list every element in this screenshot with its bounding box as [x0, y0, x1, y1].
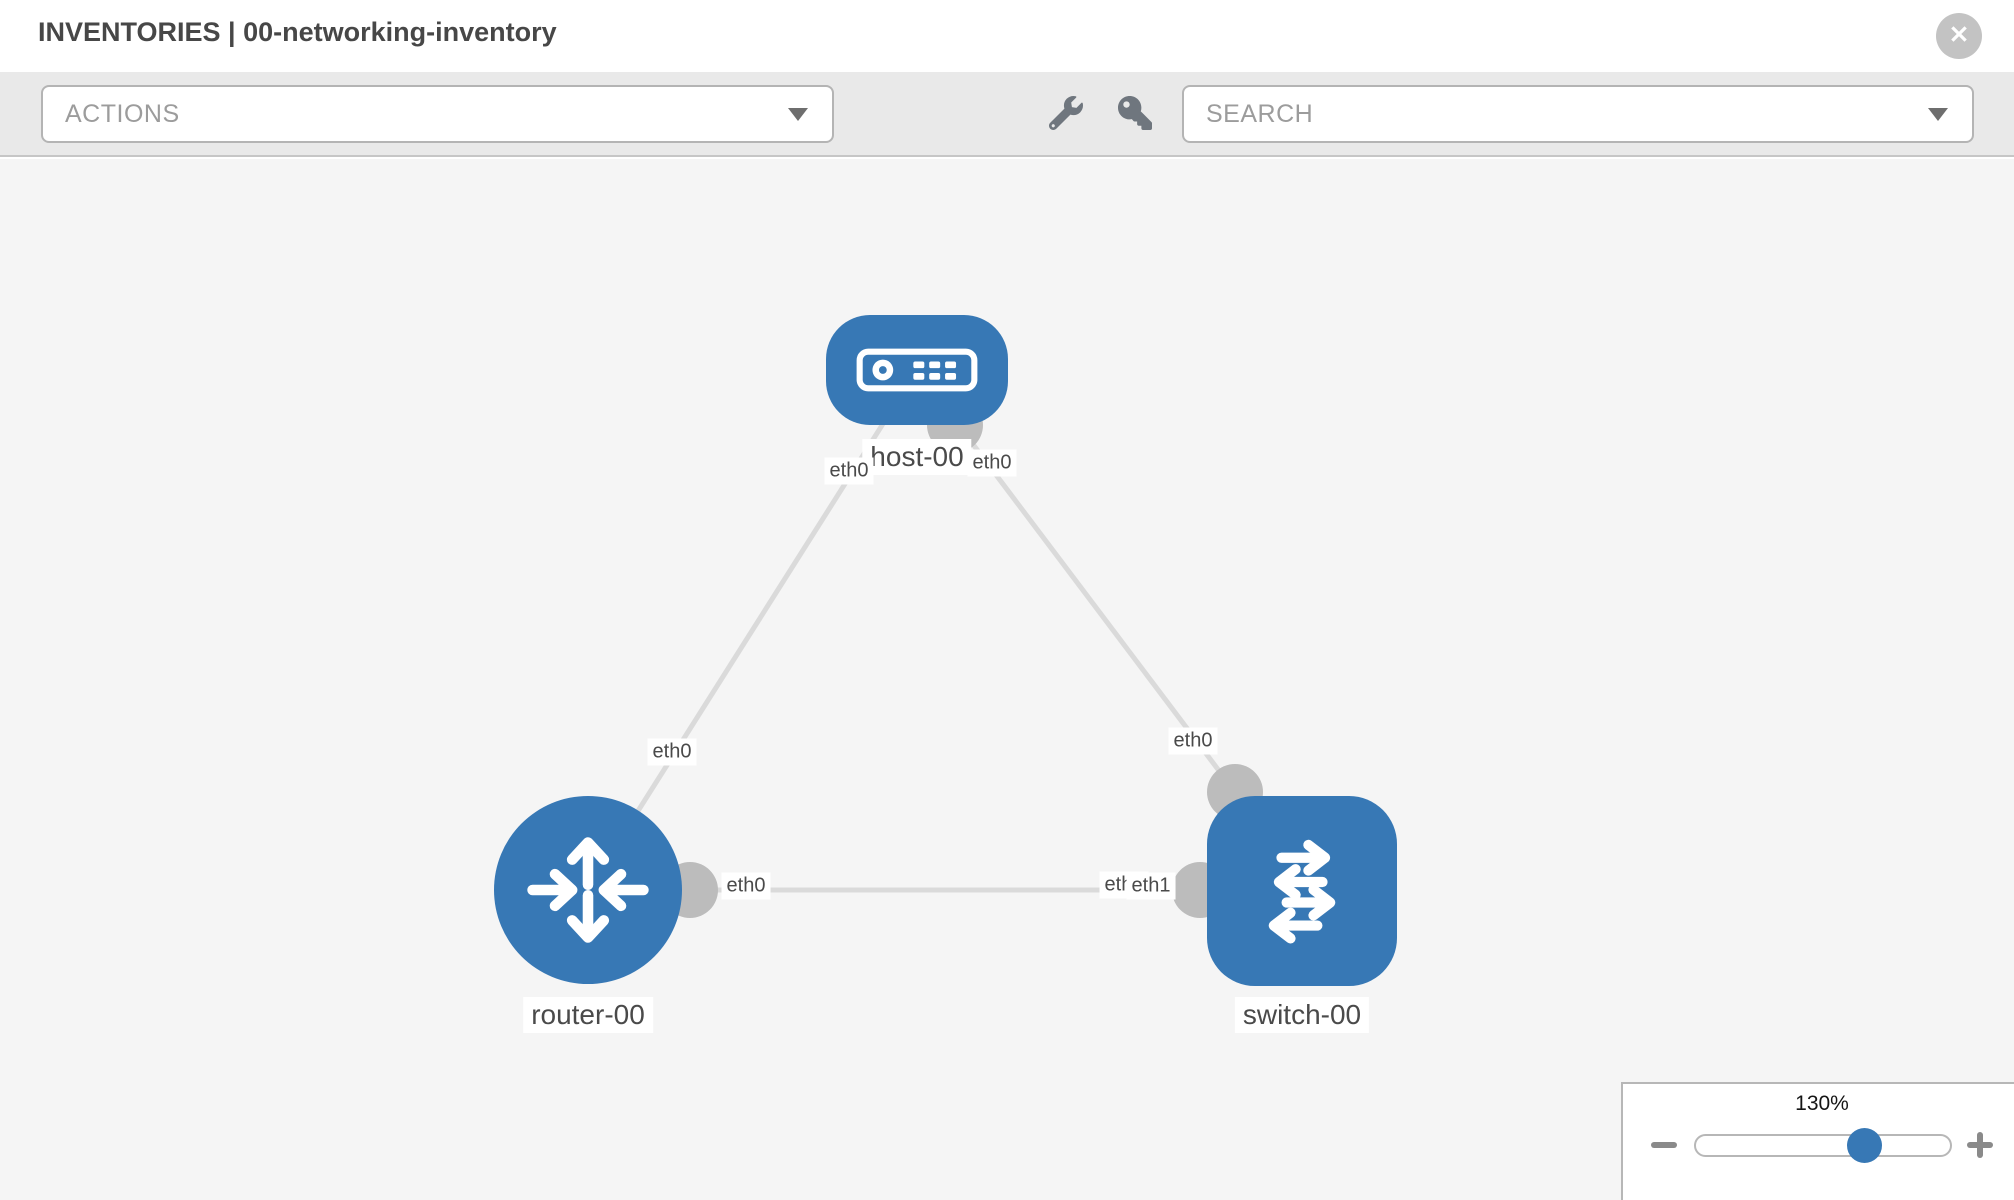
close-button[interactable] [1936, 13, 1982, 59]
zoom-level: 130% [1795, 1092, 1849, 1115]
zoom-in-button plus-icon[interactable] [1967, 1132, 1993, 1158]
interface-label-eth0: eth0 [721, 872, 771, 900]
search-dropdown[interactable]: SEARCH [1182, 85, 1974, 143]
key-icon [1118, 95, 1152, 135]
node-label-switch-00: switch-00 [1234, 997, 1370, 1033]
toolbar: ACTIONS SEARCH [0, 72, 2014, 157]
chevron-down-icon [788, 108, 808, 121]
actions-dropdown-label: ACTIONS [65, 99, 180, 128]
chevron-down-icon [1928, 108, 1948, 121]
close-icon [1948, 23, 1970, 50]
interface-label-eth0: eth0 [647, 738, 697, 766]
actions-dropdown[interactable]: ACTIONS [41, 85, 834, 143]
header: INVENTORIES | 00-networking-inventory [0, 0, 2014, 72]
wrench-icon [1048, 95, 1083, 135]
zoom-out-button minus-icon[interactable] [1651, 1142, 1677, 1148]
node-label-host-00: host-00 [862, 439, 972, 475]
credentials-button[interactable] [1116, 95, 1154, 135]
router-icon [522, 824, 654, 956]
node-switch-00[interactable] [1207, 796, 1397, 986]
topology-links [585, 368, 1237, 893]
host-icon [856, 348, 978, 392]
zoom-slider-thumb[interactable] [1847, 1128, 1882, 1163]
interface-label-eth0: eth0 [1168, 727, 1218, 755]
tools-button[interactable] [1047, 95, 1085, 135]
topology-canvas[interactable]: host-00 router-00 switch-00 eth0 eth0 et… [0, 159, 2014, 1200]
zoom-slider-track[interactable] [1694, 1134, 1952, 1157]
zoom-panel: 130% [1621, 1082, 2014, 1200]
interface-label-eth0: eth0 [824, 457, 874, 485]
node-router-00[interactable] [494, 796, 682, 984]
search-dropdown-label: SEARCH [1206, 99, 1314, 128]
switch-icon [1238, 827, 1366, 955]
interface-label-eth1: eth1 [1126, 872, 1176, 900]
page-title: INVENTORIES | 00-networking-inventory [38, 17, 557, 47]
link-host-router [585, 368, 920, 892]
node-host-00[interactable] [826, 315, 1008, 425]
interface-label-eth0: eth0 [967, 449, 1017, 477]
node-label-router-00: router-00 [523, 997, 653, 1033]
